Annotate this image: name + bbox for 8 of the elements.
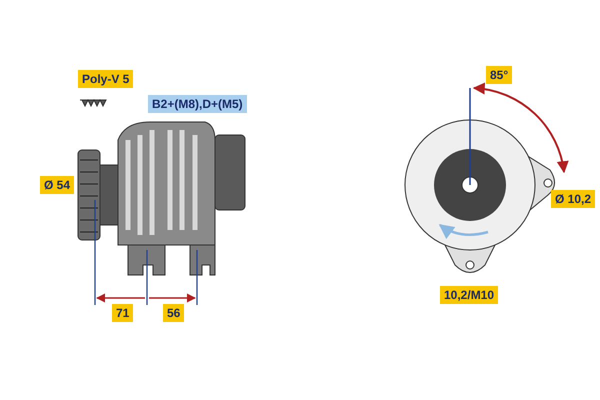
connector-label: B2+(M8),D+(M5) bbox=[148, 95, 247, 113]
dimension-label: Ø 54 bbox=[40, 176, 74, 194]
dimension-label: Ø 10,2 bbox=[551, 190, 596, 208]
dimension-label: 56 bbox=[163, 304, 184, 322]
dimension-label: 10,2/M10 bbox=[440, 286, 498, 304]
dimension-label: 85° bbox=[486, 66, 512, 84]
dimension-label: 71 bbox=[112, 304, 134, 322]
part-label: Poly-V 5 bbox=[78, 70, 134, 88]
